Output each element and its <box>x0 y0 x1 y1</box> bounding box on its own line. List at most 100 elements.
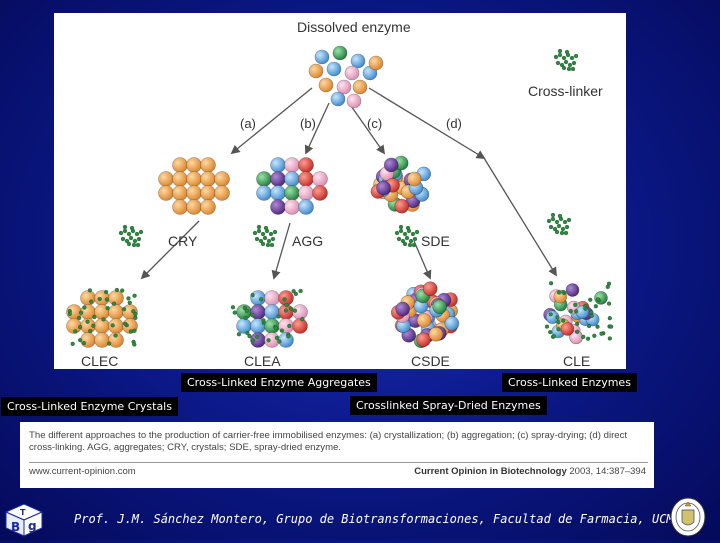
crosslinker-bead <box>596 298 600 302</box>
crosslinker-bead <box>607 302 611 306</box>
crosslinker-bead <box>83 306 87 310</box>
crosslinker-bead <box>413 237 417 241</box>
enzyme-sphere <box>313 186 328 201</box>
enzyme-sphere <box>566 284 579 297</box>
enzyme-sphere <box>369 56 383 70</box>
enzyme-sphere <box>299 186 314 201</box>
crosslinker-bead <box>573 303 577 307</box>
enzyme-sphere <box>271 186 286 201</box>
crosslinker-bead <box>233 311 237 315</box>
enzyme-sphere <box>395 199 409 213</box>
callout-cle: Cross-Linked Enzymes <box>502 373 637 392</box>
crosslinker-bead <box>130 226 134 230</box>
crosslinker-bead <box>555 230 559 234</box>
crosslinker-bead <box>89 300 93 304</box>
crosslinker-bead <box>575 330 579 334</box>
enzyme-sphere <box>417 333 431 347</box>
crosslinker-bead <box>273 230 277 234</box>
crosslinker-bead <box>251 313 255 317</box>
crosslinker-bead <box>132 343 136 347</box>
caption-citation: 2003, 14:387–394 <box>567 466 646 477</box>
crosslinker-bead <box>570 56 574 60</box>
crosslinker-bead <box>251 293 255 297</box>
crosslinker-bead <box>264 226 268 230</box>
crosslinker-bead <box>257 229 261 233</box>
enzyme-sphere <box>173 172 188 187</box>
crosslinker-bead <box>277 340 281 344</box>
caption-journal: Current Opinion in Biotechnology <box>414 466 567 477</box>
crosslinker-bead <box>248 334 252 338</box>
crosslinker-bead <box>136 243 140 247</box>
crosslinker-bead <box>569 309 573 313</box>
crosslinker-bead <box>133 329 137 333</box>
crosslinker-bead <box>548 330 552 334</box>
crosslinker-bead <box>277 315 281 319</box>
crosslinker-bead <box>262 318 266 322</box>
crosslinker-bead <box>133 312 137 316</box>
enzyme-sphere <box>445 316 459 330</box>
enzyme-sphere <box>201 200 216 215</box>
enzyme-sphere <box>315 50 329 64</box>
enzyme-sphere <box>333 46 347 60</box>
enzyme-sphere <box>299 158 314 173</box>
enzyme-sphere <box>215 172 230 187</box>
crosslinker-bead <box>283 297 287 301</box>
crosslinker-bead <box>274 326 278 330</box>
crosslinker-bead <box>270 243 274 247</box>
crosslinker-bead <box>244 316 248 320</box>
csde-cluster <box>391 282 459 348</box>
crosslinker-bead <box>79 311 83 315</box>
crosslinker-bead <box>231 305 235 309</box>
crosslinker-bead <box>557 320 561 324</box>
callout-clea: Cross-Linked Enzyme Aggregates <box>181 373 377 392</box>
enzyme-sphere <box>271 158 286 173</box>
enzyme-sphere <box>215 186 230 201</box>
enzyme-sphere <box>201 172 216 187</box>
arrow-d <box>369 88 484 158</box>
crosslinker-bead <box>123 225 127 229</box>
crosslinker-bead <box>408 243 412 247</box>
crosslinker-bead <box>557 224 561 228</box>
crosslinker-bead <box>561 319 565 323</box>
caption-source: Current Opinion in Biotechnology 2003, 1… <box>414 466 646 477</box>
enzyme-sphere <box>81 291 96 306</box>
clea-cluster <box>231 289 307 347</box>
dissolved-enzyme-title: Dissolved enzyme <box>297 19 411 35</box>
crosslinker-bead <box>286 334 290 338</box>
enzyme-sphere <box>173 186 188 201</box>
enzyme-sphere <box>377 181 391 195</box>
enzyme-sphere <box>331 92 345 106</box>
arrow-cry-clec <box>142 221 199 278</box>
enzyme-sphere <box>187 172 202 187</box>
crosslinker-bead <box>560 231 564 235</box>
crosslinker-bead <box>608 337 612 341</box>
enzyme-sphere <box>201 158 216 173</box>
crosslinker-bead <box>105 298 109 302</box>
crosslinker-bead <box>608 316 612 320</box>
crosslinker-bead <box>86 320 90 324</box>
crosslinker-bead <box>567 67 571 71</box>
enzyme-sphere <box>309 64 323 78</box>
crosslinker-bead <box>78 325 82 329</box>
crosslinker-bead <box>561 227 565 231</box>
crosslinker-bead <box>293 309 297 313</box>
label-csde: CSDE <box>411 353 450 369</box>
arrow-d-cle <box>484 158 556 275</box>
enzyme-sphere <box>95 333 110 348</box>
crosslinker-bead <box>284 309 288 313</box>
crosslinker-bead <box>257 225 261 229</box>
crosslinker-bead <box>251 338 255 342</box>
crosslinker-bead <box>102 317 106 321</box>
crosslinker-bead <box>123 229 127 233</box>
crosslinker-bead <box>115 288 119 292</box>
enzyme-sphere <box>265 319 280 334</box>
crosslinker-bead <box>289 307 293 311</box>
crosslinker-bead <box>562 66 566 70</box>
crosslinker-bead <box>137 237 141 241</box>
cry-crystal-cluster <box>159 158 230 215</box>
crosslinker-bead <box>596 325 600 329</box>
crosslinker-bead <box>271 237 275 241</box>
crosslinker-bead <box>571 67 575 71</box>
enzyme-sphere <box>429 327 443 341</box>
crosslinker-bead <box>287 324 291 328</box>
